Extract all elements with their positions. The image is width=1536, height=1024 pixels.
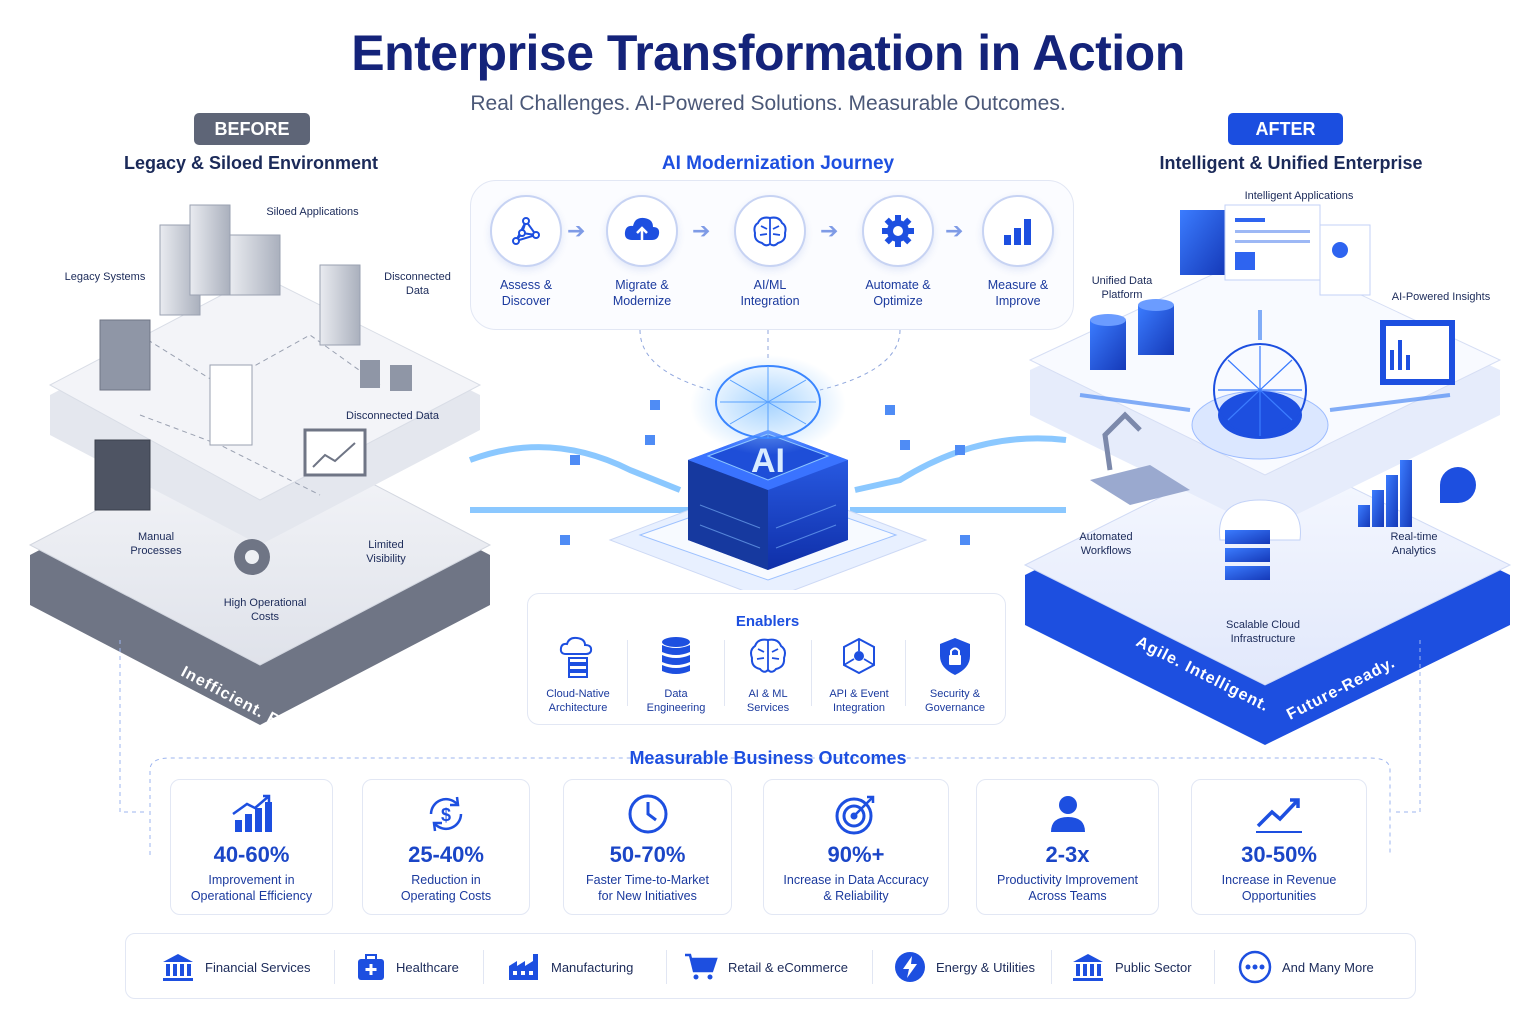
more-icon — [1238, 950, 1272, 984]
before-platform-illustration: Inefficient. Rigid. Costly. — [28, 204, 492, 725]
before-heading: Legacy & Siloed Environment — [123, 153, 379, 173]
industry-financial: Financial Services — [161, 952, 311, 982]
factory-icon — [509, 954, 538, 980]
label-manual-processes: Manual Processes — [130, 531, 182, 557]
label-scalable-cloud: Scalable Cloud Infrastructure — [1226, 619, 1300, 645]
cloud-server-icon — [559, 636, 593, 678]
label-ai-insights: AI-Powered Insights — [1391, 291, 1491, 303]
brain-icon — [734, 195, 806, 267]
after-heading: Intelligent & Unified Enterprise — [1159, 153, 1423, 173]
industry-healthcare: Healthcare — [356, 952, 459, 982]
label-legacy-systems: Legacy Systems — [64, 271, 146, 283]
label-unified-data: Unified Data Platform — [1091, 275, 1153, 301]
industries-bar: Financial Services Healthcare Manufactur… — [125, 933, 1416, 999]
page-title: Enterprise Transformation in Action — [351, 25, 1185, 81]
ai-core-label: AI — [751, 442, 785, 480]
bolt-icon — [895, 952, 925, 982]
growth-chart-icon — [231, 794, 272, 832]
journey-heading: AI Modernization Journey — [661, 153, 895, 174]
enabler-security: Security &Governance — [907, 634, 1003, 714]
hexagon-network-icon — [843, 637, 875, 675]
after-badge: AFTER — [1228, 113, 1343, 145]
journey-step-measure: Measure &Improve — [958, 195, 1078, 309]
person-icon — [1050, 796, 1085, 832]
label-intelligent-apps: Intelligent Applications — [1244, 190, 1354, 202]
ai-core-illustration: AI — [468, 330, 1067, 590]
journey-step-assess: Assess &Discover — [466, 195, 586, 309]
arrow-right-icon: ➔ — [945, 218, 964, 243]
cart-icon — [685, 953, 718, 980]
medical-kit-icon — [358, 954, 384, 980]
shield-lock-icon — [940, 638, 970, 675]
journey-step-automate: Automate &Optimize — [838, 195, 958, 309]
government-icon — [1073, 954, 1103, 981]
trend-up-icon — [1256, 798, 1302, 833]
industry-more: And Many More — [1238, 950, 1374, 984]
page-subtitle: Real Challenges. AI-Powered Solutions. M… — [470, 92, 1066, 115]
label-automated-workflows: Automated Workflows — [1079, 531, 1133, 557]
clock-icon — [628, 794, 667, 834]
outcome-card-data-accuracy: 90%+ Increase in Data Accuracy& Reliabil… — [763, 779, 949, 915]
label-disconnected-data: Disconnected Data — [346, 410, 439, 422]
enablers-heading: Enablers — [735, 613, 800, 630]
arrow-right-icon: ➔ — [820, 218, 839, 243]
label-limited-visibility: Limited Visibility — [366, 539, 406, 565]
svg-text:$: $ — [441, 805, 451, 825]
arrow-right-icon: ➔ — [692, 218, 711, 243]
label-realtime-analytics: Real-time Analytics — [1390, 531, 1438, 557]
arrow-right-icon: ➔ — [567, 218, 586, 243]
network-icon — [490, 195, 562, 267]
outcomes-connector-lines — [119, 640, 1421, 855]
label-high-costs: High Operational Costs — [223, 597, 307, 623]
industry-energy: Energy & Utilities — [894, 952, 1035, 982]
brain-icon — [750, 638, 786, 673]
industry-manufacturing: Manufacturing — [507, 952, 633, 982]
before-badge: BEFORE — [194, 113, 310, 145]
label-siloed-apps: Siloed Applications — [266, 206, 359, 218]
industry-retail: Retail & eCommerce — [684, 952, 848, 982]
database-icon — [662, 637, 690, 674]
dollar-cycle-icon: $ — [429, 796, 463, 832]
after-platform-illustration: Agile. Intelligent. Future-Ready. — [1023, 204, 1512, 745]
outcomes-heading: Measurable Business Outcomes — [629, 748, 907, 768]
bank-icon — [163, 954, 193, 981]
cloud-upload-icon — [606, 195, 678, 267]
bar-chart-icon — [982, 195, 1054, 267]
journey-step-migrate: Migrate &Modernize — [582, 195, 702, 309]
industry-public-sector: Public Sector — [1071, 952, 1192, 982]
gear-icon — [862, 195, 934, 267]
target-icon — [835, 795, 875, 835]
label-disconnected-data-top: Disconnected Data — [384, 271, 451, 297]
